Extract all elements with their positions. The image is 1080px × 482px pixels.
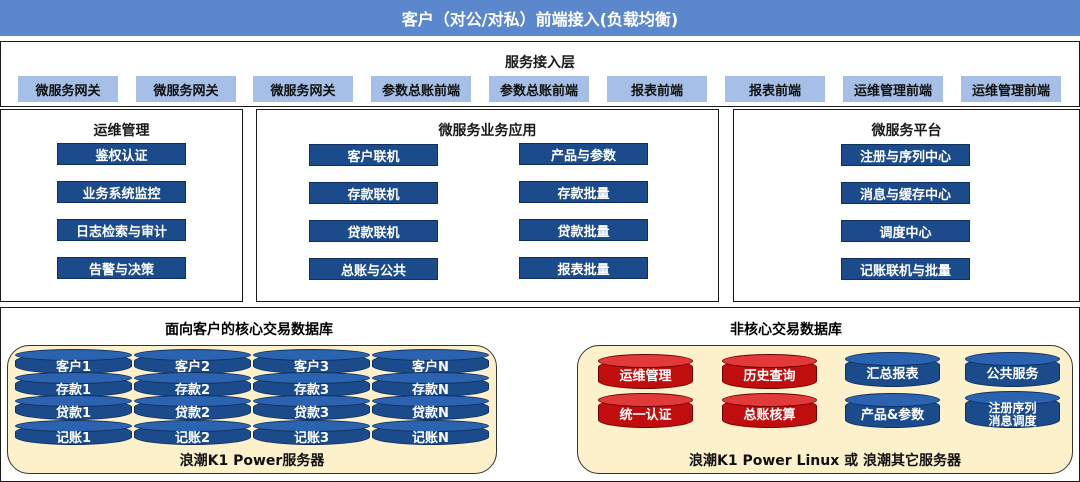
biz-section-title: 微服务业务应用 <box>438 123 537 139</box>
ops-section-title: 运维管理 <box>93 123 150 139</box>
platform-item-registry[interactable]: 注册与序列中心 <box>841 144 970 166</box>
platform-item-accounting[interactable]: 记账联机与批量 <box>841 258 970 280</box>
access-item-report-1[interactable]: 报表前端 <box>607 76 707 102</box>
access-item-param-ledger-1[interactable]: 参数总账前端 <box>371 76 471 102</box>
core-db-server-label: 浪潮K1 Power服务器 <box>179 453 325 469</box>
access-item-report-2[interactable]: 报表前端 <box>725 76 825 102</box>
db-loan-n[interactable]: 贷款N <box>372 395 489 421</box>
db-customer-3[interactable]: 客户3 <box>253 349 370 375</box>
ops-item-auth[interactable]: 鉴权认证 <box>57 143 186 165</box>
biz-item-deposit-batch[interactable]: 存款批量 <box>519 181 648 203</box>
db-registry-scheduler[interactable]: 注册序列 消息调度 <box>965 391 1060 428</box>
core-db-title: 面向客户的核心交易数据库 <box>165 322 333 338</box>
access-item-ops-frontend-2[interactable]: 运维管理前端 <box>961 76 1061 102</box>
db-deposit-1[interactable]: 存款1 <box>15 372 132 398</box>
access-item-param-ledger-2[interactable]: 参数总账前端 <box>489 76 589 102</box>
db-deposit-3[interactable]: 存款3 <box>253 372 370 398</box>
db-ops-mgmt[interactable]: 运维管理 <box>598 354 693 389</box>
db-ledger-3[interactable]: 记账3 <box>253 420 370 446</box>
db-customer-n[interactable]: 客户N <box>372 349 489 375</box>
ops-item-alert[interactable]: 告警与决策 <box>57 257 186 279</box>
access-layer-title: 服务接入层 <box>505 55 575 71</box>
db-loan-3[interactable]: 贷款3 <box>253 395 370 421</box>
biz-item-ledger-public[interactable]: 总账与公共 <box>309 258 438 280</box>
access-item-gateway-2[interactable]: 微服务网关 <box>136 76 236 102</box>
db-loan-2[interactable]: 贷款2 <box>134 395 251 421</box>
page-title: 客户（对公/对私）前端接入(负载均衡) <box>0 0 1080 36</box>
biz-item-deposit-online[interactable]: 存款联机 <box>309 182 438 204</box>
db-customer-1[interactable]: 客户1 <box>15 349 132 375</box>
biz-item-report-batch[interactable]: 报表批量 <box>519 257 648 279</box>
db-loan-1[interactable]: 贷款1 <box>15 395 132 421</box>
biz-item-loan-online[interactable]: 贷款联机 <box>309 220 438 242</box>
access-item-gateway-1[interactable]: 微服务网关 <box>18 76 118 102</box>
access-item-ops-frontend-1[interactable]: 运维管理前端 <box>843 76 943 102</box>
db-ledger-2[interactable]: 记账2 <box>134 420 251 446</box>
db-ledger-1[interactable]: 记账1 <box>15 420 132 446</box>
biz-item-customer[interactable]: 客户联机 <box>309 144 438 166</box>
db-product-param[interactable]: 产品&参数 <box>845 393 940 428</box>
platform-item-message-cache[interactable]: 消息与缓存中心 <box>841 182 970 204</box>
db-history-query[interactable]: 历史查询 <box>722 354 817 389</box>
db-public-service[interactable]: 公共服务 <box>965 352 1060 387</box>
db-customer-2[interactable]: 客户2 <box>134 349 251 375</box>
noncore-db-title: 非核心交易数据库 <box>730 322 842 338</box>
db-summary-report[interactable]: 汇总报表 <box>845 352 940 387</box>
db-deposit-n[interactable]: 存款N <box>372 372 489 398</box>
db-ledger-n[interactable]: 记账N <box>372 420 489 446</box>
ops-item-log-audit[interactable]: 日志检索与审计 <box>57 219 186 241</box>
biz-item-loan-batch[interactable]: 贷款批量 <box>519 219 648 241</box>
db-unified-auth[interactable]: 统一认证 <box>598 393 693 428</box>
biz-item-product-param[interactable]: 产品与参数 <box>519 143 648 165</box>
platform-section-title: 微服务平台 <box>871 123 942 139</box>
platform-item-scheduler[interactable]: 调度中心 <box>841 220 970 242</box>
noncore-db-server-label: 浪潮K1 Power Linux 或 浪潮其它服务器 <box>689 453 961 469</box>
db-ledger-accounting[interactable]: 总账核算 <box>722 393 817 428</box>
access-item-gateway-3[interactable]: 微服务网关 <box>253 76 353 102</box>
db-deposit-2[interactable]: 存款2 <box>134 372 251 398</box>
ops-item-monitor[interactable]: 业务系统监控 <box>57 181 186 203</box>
